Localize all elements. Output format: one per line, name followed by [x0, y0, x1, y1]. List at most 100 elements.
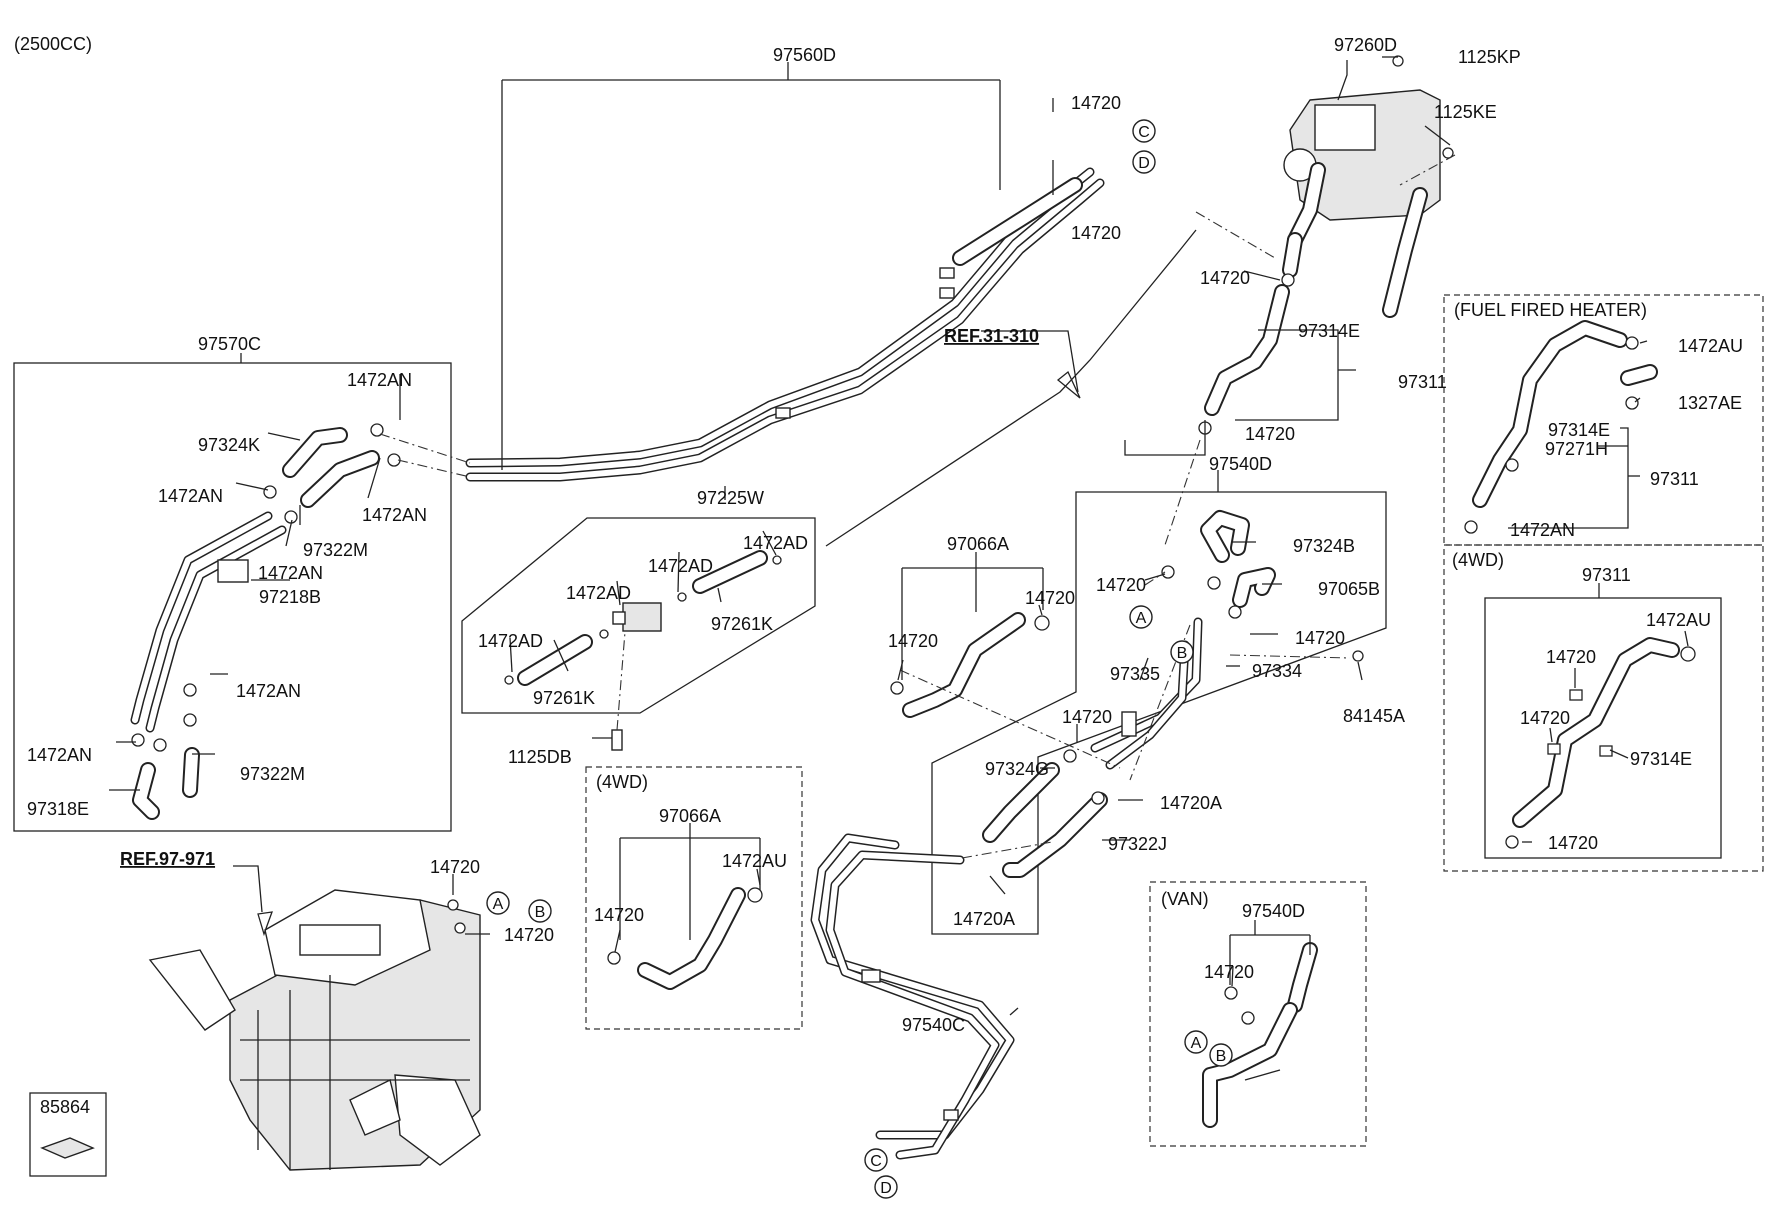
hose-97066a [890, 612, 1121, 769]
label-1125KE: 1125KE [1434, 102, 1497, 122]
label-84145A: 84145A [1343, 706, 1405, 726]
label-ref-97-971: REF.97-971 [120, 849, 215, 869]
circle-c-label: C [1138, 124, 1150, 141]
label-14720-heater: 14720 [1200, 268, 1250, 288]
label-97570C: 97570C [198, 334, 261, 354]
label-14720-c: 14720 [1071, 93, 1121, 113]
label-14720-bx3: 14720 [1062, 707, 1112, 727]
label-14720-ref1: 14720 [430, 857, 480, 877]
cabin-filter-85864 [40, 1137, 95, 1159]
section-4wd-right-frame [1443, 544, 1764, 872]
label-97560D: 97560D [773, 45, 836, 65]
label-1472AD-2: 1472AD [648, 556, 713, 576]
label-14720-main: 14720 [1245, 424, 1295, 444]
circle-d-label-97540c: D [880, 1180, 892, 1197]
label-1472AN-5: 1472AN [236, 681, 301, 701]
label-1472AU-4wd: 1472AU [722, 851, 787, 871]
label-1472AN-1: 1472AN [347, 370, 412, 390]
circle-a-label-van: A [1191, 1035, 1202, 1052]
label-97311-4wd: 97311 [1582, 565, 1631, 585]
part-85864-box [29, 1092, 107, 1177]
label-1472AN-2: 1472AN [158, 486, 223, 506]
pipe-97570c [130, 423, 471, 820]
label-14720-h1: 14720 [1025, 588, 1075, 608]
circle-d-label: D [1138, 155, 1150, 172]
ref-97-971-arrow [257, 911, 273, 937]
label-97318E: 97318E [27, 799, 89, 819]
label-1472AN-ffh: 1472AN [1510, 520, 1575, 540]
label-97314E-r4wd: 97314E [1630, 749, 1692, 769]
fuel-heater-unit [1283, 55, 1454, 318]
label-97324K: 97324K [198, 435, 260, 455]
section-4wd-center-frame [585, 766, 803, 1030]
label-97065B: 97065B [1318, 579, 1380, 599]
label-1472AN-6: 1472AN [27, 745, 92, 765]
valve-assembly-97225w-frame [461, 517, 816, 714]
valve-97225w-parts [504, 229, 1197, 751]
label-97066A-4wd: 97066A [659, 806, 721, 826]
label-97314E-ffh: 97314E [1548, 420, 1610, 440]
label-section-4wd-right: (4WD) [1452, 550, 1504, 570]
label-97540D-van: 97540D [1242, 901, 1305, 921]
leader-lines [109, 56, 1689, 1016]
section-fuel-fired-heater-frame [1443, 294, 1764, 546]
section-4wd-right-inner-box [1484, 597, 1722, 859]
ffh-hose [1464, 320, 1658, 534]
label-14720-d: 14720 [1071, 223, 1121, 243]
label-14720-bx1: 14720 [1096, 575, 1146, 595]
circle-a-label-hvac: A [493, 896, 504, 913]
label-97218B: 97218B [259, 587, 321, 607]
label-1472AN-4: 1472AN [258, 563, 323, 583]
circle-c-label-97540c: C [870, 1153, 882, 1170]
label-section-fuel-fired-heater: (FUEL FIRED HEATER) [1454, 300, 1647, 320]
label-1472AU-r4wd: 1472AU [1646, 610, 1711, 630]
circle-b-label-hvac: B [535, 904, 546, 921]
label-97261K-2: 97261K [533, 688, 595, 708]
label-section-4wd-center: (4WD) [596, 772, 648, 792]
label-97334: 97334 [1252, 661, 1302, 681]
label-1472AD-4: 1472AD [478, 631, 543, 651]
label-14720-r3: 14720 [1548, 833, 1598, 853]
van-hose [1202, 942, 1318, 1128]
r4wd-hose [1505, 637, 1696, 849]
heater-hose-97540d-frame [931, 491, 1387, 935]
hose-97066a-4wd [607, 887, 763, 990]
label-97225W: 97225W [697, 488, 764, 508]
label-ref-31-310: REF.31-310 [944, 326, 1039, 346]
label-97322M-1: 97322M [303, 540, 368, 560]
label-85864: 85864 [40, 1097, 90, 1117]
circle-b-label: B [1177, 645, 1188, 662]
label-1472AD-1: 1472AD [743, 533, 808, 553]
section-van-frame [1149, 881, 1367, 1147]
label-1472AU-ffh: 1472AU [1678, 336, 1743, 356]
pipe-97540c [810, 833, 1053, 1160]
label-97322J: 97322J [1108, 834, 1167, 854]
label-97271H: 97271H [1545, 439, 1608, 459]
label-14720-r1: 14720 [1546, 647, 1596, 667]
hose-97540d-parts [982, 510, 1364, 878]
label-14720-bx2: 14720 [1295, 628, 1345, 648]
label-97324G: 97324G [985, 759, 1049, 779]
label-97311-ffh: 97311 [1650, 469, 1699, 489]
hose-97314e-main [1164, 154, 1456, 546]
label-1472AN-3: 1472AN [362, 505, 427, 525]
label-97540D-main: 97540D [1209, 454, 1272, 474]
engine-note: (2500CC) [14, 34, 92, 54]
label-97261K-1: 97261K [711, 614, 773, 634]
ref-31-310-arrow [1056, 370, 1081, 399]
label-14720-4wd: 14720 [594, 905, 644, 925]
label-97311: 97311 [1398, 372, 1447, 392]
label-14720-r2: 14720 [1520, 708, 1570, 728]
circle-a-label: A [1136, 610, 1147, 627]
label-97335: 97335 [1110, 664, 1160, 684]
label-14720-h2: 14720 [888, 631, 938, 651]
label-97322M-2: 97322M [240, 764, 305, 784]
label-14720-van: 14720 [1204, 962, 1254, 982]
label-14720-ref2: 14720 [504, 925, 554, 945]
label-1125DB: 1125DB [508, 747, 572, 767]
pipe-97560d [465, 167, 1105, 482]
label-97324B: 97324B [1293, 536, 1355, 556]
label-section-van: (VAN) [1161, 889, 1209, 909]
hose-assembly-97570c-frame [13, 362, 452, 832]
